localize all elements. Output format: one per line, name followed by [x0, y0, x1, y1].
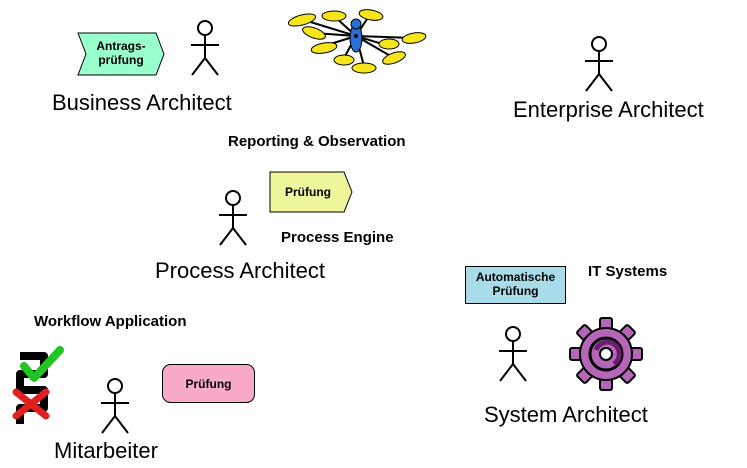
workflow-application-label: Workflow Application [34, 313, 187, 330]
it-systems-label: IT Systems [588, 263, 668, 280]
automatische-pruefung-shape: Automatische Prüfung [465, 266, 567, 304]
pruefung-pink-shape: Prüfung [162, 364, 256, 404]
network-icon [287, 9, 427, 74]
pruefung-pink-label: Prüfung [185, 377, 232, 391]
antragspruefung-label: Antrags- prüfung [96, 39, 146, 67]
reporting-observation-label: Reporting & Observation [228, 133, 406, 150]
process-architect-figure-icon [219, 190, 247, 246]
business-architect-label: Business Architect [52, 90, 232, 115]
antragspruefung-shape: Antrags- prüfung [77, 32, 165, 76]
mitarbeiter-figure-icon [101, 378, 129, 434]
business-architect-figure-icon [191, 20, 219, 76]
pruefung-yellow-label: Prüfung [285, 185, 331, 199]
pruefung-yellow-chevron-icon [269, 171, 353, 213]
system-architect-figure-icon [499, 326, 527, 382]
checklist-icon [12, 346, 64, 424]
system-architect-label: System Architect [484, 402, 648, 427]
process-engine-label: Process Engine [281, 229, 394, 246]
enterprise-architect-figure-icon [585, 36, 613, 92]
enterprise-architect-label: Enterprise Architect [513, 97, 704, 122]
pruefung-yellow-shape: Prüfung [269, 171, 353, 213]
mitarbeiter-label: Mitarbeiter [54, 438, 158, 463]
process-architect-label: Process Architect [155, 258, 325, 283]
pruefung-pink-box-icon [162, 364, 255, 403]
antragspruefung-chevron-icon [77, 32, 165, 76]
automatische-pruefung-box-icon [465, 266, 566, 304]
gear-icon [569, 317, 643, 391]
automatische-pruefung-label: Automatische Prüfung [475, 270, 556, 298]
